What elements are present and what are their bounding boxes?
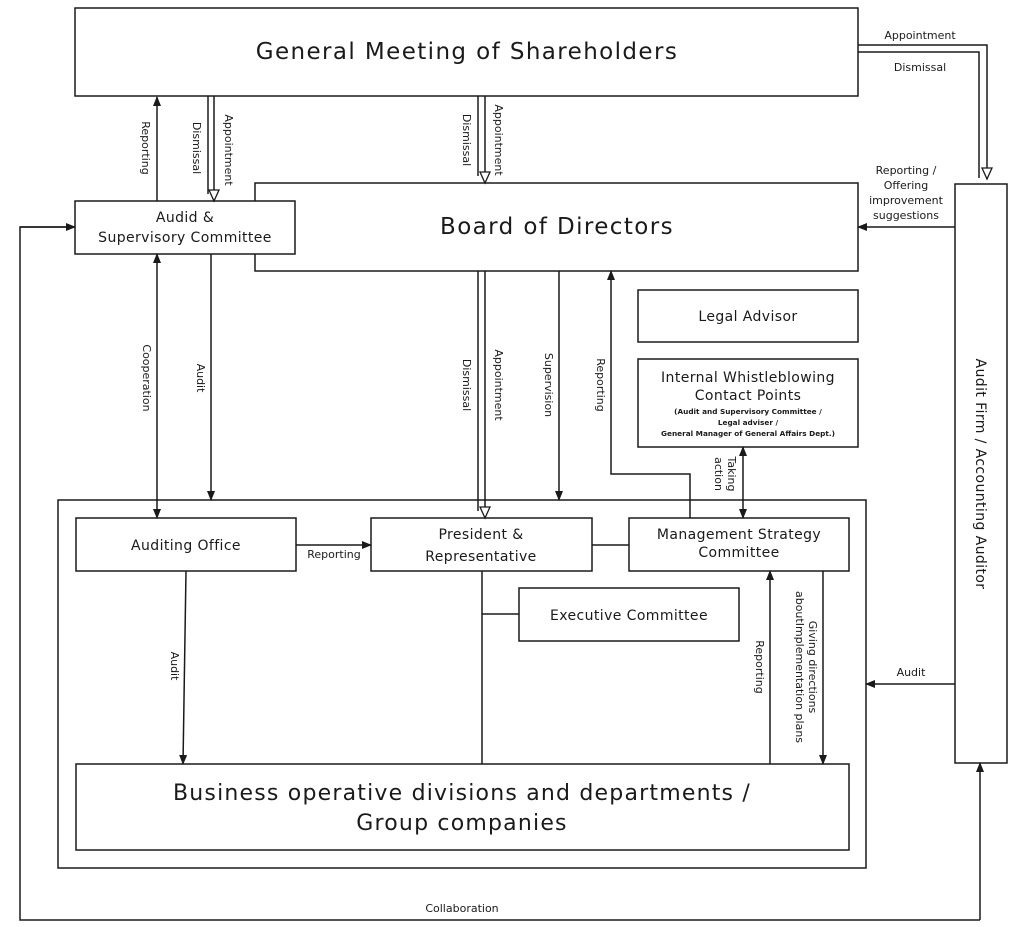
label-appointment-ac: Appointment	[222, 114, 235, 186]
business-line-2: Group companies	[356, 811, 567, 836]
label-audit-ac: Audit	[194, 364, 207, 394]
label-appointment-board: Appointment	[492, 104, 505, 176]
label-action: action	[712, 457, 725, 491]
whistleblowing-line-3: (Audit and Supervisory Committee /	[674, 407, 822, 416]
whistleblowing-line-1: Internal Whistleblowing	[661, 370, 835, 386]
label-dismissal-president: Dismissal	[460, 359, 473, 411]
business-divisions-box	[75, 763, 850, 851]
label-audit-office: Audit	[168, 652, 181, 682]
label-cooperation: Cooperation	[140, 344, 153, 411]
audit-firm-box	[954, 183, 1008, 764]
label-reporting-business-msc: Reporting	[753, 640, 766, 693]
label-collaboration: Collaboration	[425, 902, 498, 915]
legal-advisor-label: Legal Advisor	[698, 309, 797, 325]
general-meeting-title: General Meeting of Shareholders	[256, 39, 678, 65]
whistleblowing-line-2: Contact Points	[695, 388, 802, 404]
general-meeting-box	[74, 7, 859, 97]
label-reporting-msc-board: Reporting	[594, 358, 607, 411]
audit-firm-label: Audit Firm / Accounting Auditor	[972, 359, 988, 590]
label-audit-auditfirm: Audit	[897, 666, 927, 679]
board-of-directors-box	[254, 182, 859, 272]
business-line-1: Business operative divisions and departm…	[173, 781, 751, 806]
msc-line-2: Committee	[698, 545, 779, 561]
gms-to-auditfirm-connector	[858, 44, 994, 181]
label-supervision: Supervision	[542, 353, 555, 417]
audit-committee-line-2: Supervisory Committee	[98, 230, 272, 246]
label-appointment-auditfirm: Appointment	[884, 29, 956, 42]
label-reporting-offer-2: Offering	[884, 179, 929, 192]
msc-to-board-reporting-arrow	[607, 270, 691, 518]
label-dismissal-ac: Dismissal	[190, 122, 203, 174]
president-line-2: Representative	[425, 549, 536, 565]
auditing-office-audit-arrow	[179, 570, 188, 765]
whistleblowing-line-5: General Manager of General Affairs Dept.…	[661, 429, 835, 438]
label-taking: Taking	[725, 455, 738, 491]
label-reporting-offer-1: Reporting /	[876, 164, 937, 177]
label-dismissal-auditfirm: Dismissal	[894, 61, 946, 74]
legal-advisor-box	[637, 289, 859, 343]
msc-line-1: Management Strategy	[657, 527, 821, 543]
label-reporting-offer-3: improvement	[869, 194, 943, 207]
whistleblowing-line-4: Legal adviser /	[718, 418, 779, 427]
board-of-directors-title: Board of Directors	[440, 214, 674, 240]
label-reporting-office: Reporting	[307, 548, 360, 561]
auditing-office-label: Auditing Office	[131, 538, 241, 554]
label-reporting-offer-4: suggestions	[873, 209, 939, 222]
audit-committee-line-1: Audid &	[156, 210, 214, 226]
label-implementation-plans: aboutImplementation plans	[793, 591, 806, 743]
whistleblowing-box	[637, 358, 859, 448]
label-dismissal-board: Dismissal	[460, 114, 473, 166]
label-reporting-ac-gms: Reporting	[139, 121, 152, 174]
president-line-1: President &	[438, 527, 523, 543]
gms-to-auditfirm-connector-inner	[858, 51, 980, 178]
executive-committee-label: Executive Committee	[550, 608, 708, 624]
label-giving-directions: Giving directions	[806, 621, 819, 714]
audit-supervisory-committee-box	[74, 200, 296, 255]
label-appointment-president: Appointment	[492, 349, 505, 421]
